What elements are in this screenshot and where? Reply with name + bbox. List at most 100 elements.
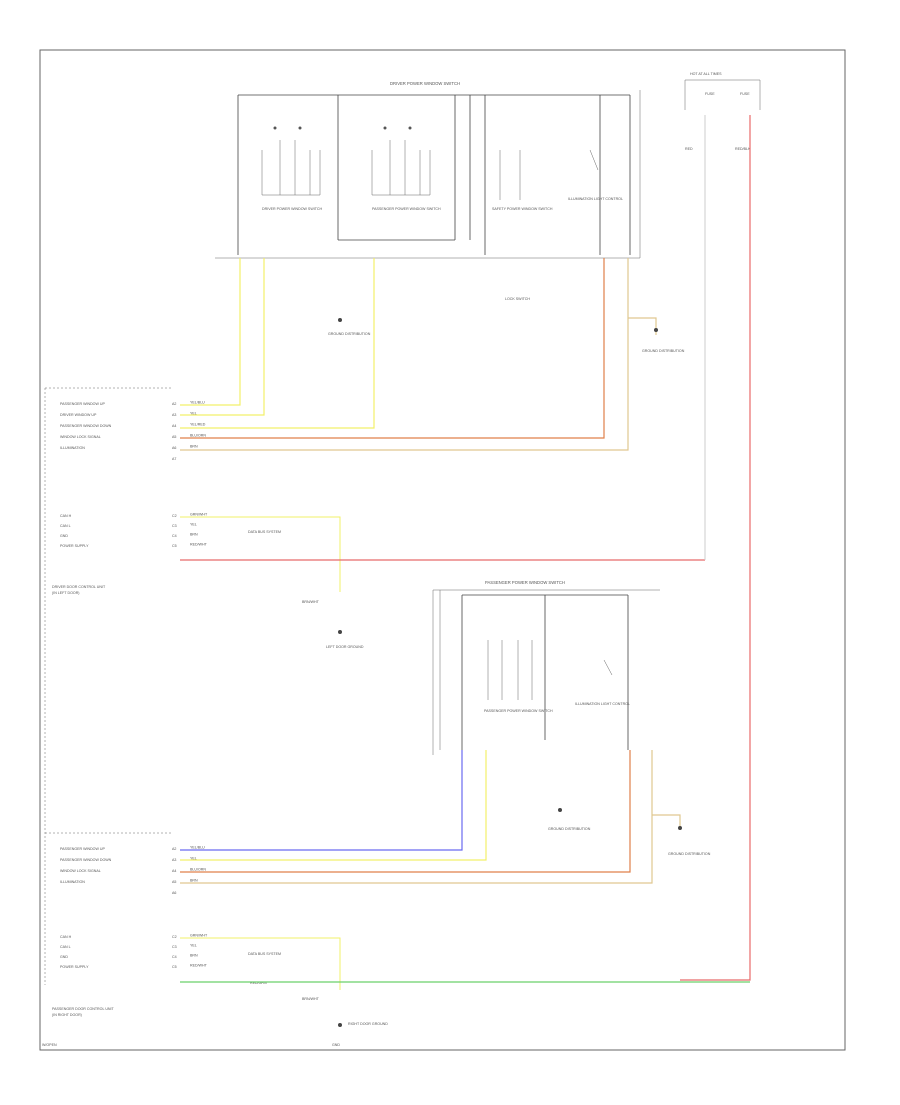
driver-pin-pin-4: A6 [172,446,176,450]
driver-can-color-0: GRN/WHT [190,513,208,517]
wire-red-fuse [680,115,751,981]
driver-switch-assembly: DRIVER POWER WINDOW SWITCH DRIVER POWER … [215,81,641,301]
switch1-label: DRIVER POWER WINDOW SWITCH [262,207,322,211]
driver-pin-pin-0: A2 [172,402,176,406]
fuse-box-label: HOT AT ALL TIMES [690,72,722,76]
passenger-pin-pin-1: A3 [172,858,176,862]
driver-can-name-2: GND [60,534,68,538]
ground-dist-2: GROUND DISTRIBUTION [642,349,685,353]
driver-pin-pin-3: A5 [172,435,176,439]
driver-pin-name-4: ILLUMINATION [60,446,85,450]
driver-unit-sublabel: (IN LEFT DOOR) [52,591,80,595]
passenger-pin-pin-2: A4 [172,869,176,873]
fuse-2: FUSE [740,92,750,96]
passenger-pin-color-1: YEL [190,857,197,861]
lock-switch-label: LOCK SWITCH [505,297,530,301]
diagram-border [39,49,846,1051]
fuse-1: FUSE [705,92,715,96]
driver-pin-color-3: BLU/ORN [190,434,206,438]
driver-control-unit: DRIVER DOOR CONTROL UNIT (IN LEFT DOOR) … [44,387,364,985]
fuse-wire-2: RED/BLK [735,147,751,151]
driver-can-color-3: RED/WHT [190,543,208,547]
passenger-can-name-3: POWER SUPPLY [60,965,89,969]
passenger-pin-pin-4: A6 [172,891,176,895]
driver-can-pin-1: C3 [172,524,177,528]
driver-can-pin-2: C4 [172,534,177,538]
driver-can-name-0: CAN H [60,514,72,518]
driver-can-color-1: YEL [190,523,197,527]
driver-ground-wire: BRN/WHT [302,600,320,604]
switch3-label: SAFETY POWER WINDOW SWITCH [492,207,553,211]
switch4-label: ILLUMINATION LIGHT CONTROL [568,197,623,201]
wire-can-yellow-p [180,937,341,990]
passenger-switch-title: PASSENGER POWER WINDOW SWITCH [485,580,565,585]
passenger-unit-sublabel: (IN RIGHT DOOR) [52,1013,82,1017]
driver-data-bus: DATA BUS SYSTEM [248,530,281,534]
driver-pin-name-1: DRIVER WINDOW UP [60,413,97,417]
passenger-unit-label: PASSENGER DOOR CONTROL UNIT [52,1007,115,1011]
driver-pin-name-3: WINDOW LOCK SIGNAL [60,435,101,439]
passenger-pin-name-1: PASSENGER WINDOW DOWN [60,858,112,862]
passenger-pin-pin-0: A2 [172,847,176,851]
passenger-can-pin-2: C4 [172,955,177,959]
passenger-switch-section-1: PASSENGER POWER WINDOW SWITCH [484,709,553,713]
passenger-ground-label: RIGHT DOOR GROUND [348,1022,388,1026]
passenger-can-name-1: CAN L [60,945,71,949]
passenger-pin-pin-3: A5 [172,880,176,884]
passenger-can-pin-1: C3 [172,945,177,949]
driver-can-name-1: CAN L [60,524,71,528]
driver-ground-label: LEFT DOOR GROUND [326,645,364,649]
passenger-ground-wire: BRN/WHT [302,997,320,1001]
wire-blue [180,750,463,851]
driver-pin-color-1: YEL [190,412,197,416]
passenger-switch-assembly: PASSENGER POWER WINDOW SWITCH PASSENGER … [432,580,660,755]
fuse-wire-1: RED [685,147,693,151]
passenger-can-pin-3: C5 [172,965,177,969]
passenger-pin-name-0: PASSENGER WINDOW UP [60,847,105,851]
passenger-control-unit: PASSENGER DOOR CONTROL UNIT (IN RIGHT DO… [45,832,388,1026]
passenger-can-color-3: RED/WHT [190,964,208,968]
driver-can-name-3: POWER SUPPLY [60,544,89,548]
driver-pin-pin-1: A3 [172,413,176,417]
passenger-pin-name-2: WINDOW LOCK SIGNAL [60,869,101,873]
passenger-pin-color-2: BLU/ORN [190,868,206,872]
wire-orange-1 [180,258,605,439]
wires [180,115,751,990]
fuse-box: HOT AT ALL TIMES FUSE FUSE RED RED/BLK [684,72,761,151]
wire-yellow-2 [180,258,265,416]
passenger-can-color-0: GRN/WHT [190,934,208,938]
ground-symbols: GROUND DISTRIBUTION GROUND DISTRIBUTION … [328,318,711,1027]
driver-pin-color-4: BRN [190,445,198,449]
ground-dist-1: GROUND DISTRIBUTION [328,332,371,336]
footer-ground: GND [332,1043,340,1047]
passenger-switch-section-2: ILLUMINATION LIGHT CONTROL [575,702,630,706]
passenger-power-wire: RED/GRN [250,981,267,985]
wire-tan-ground [628,317,657,335]
driver-switch-title: DRIVER POWER WINDOW SWITCH [390,81,460,86]
ground-dist-3: GROUND DISTRIBUTION [548,827,591,831]
driver-pin-pin-2: A4 [172,424,176,428]
passenger-data-bus: DATA BUS SYSTEM [248,952,281,956]
passenger-pin-color-3: BRN [190,879,198,883]
driver-pin-color-0: YEL/BLU [190,401,205,405]
passenger-can-color-1: YEL [190,944,197,948]
wire-yellow-3 [180,258,375,429]
driver-pin-color-2: YEL/RED [190,423,206,427]
passenger-can-name-2: GND [60,955,68,959]
driver-can-color-2: BRN [190,533,198,537]
driver-can-pin-3: C5 [172,544,177,548]
wire-tan-1 [180,258,629,451]
driver-pin-name-0: PASSENGER WINDOW UP [60,402,105,406]
driver-pin-pin-5: A7 [172,457,176,461]
passenger-can-color-2: BRN [190,954,198,958]
passenger-pin-color-0: YEL/BLU [190,846,205,850]
passenger-can-pin-0: C2 [172,935,177,939]
wire-tan-p [180,750,653,884]
passenger-can-name-0: CAN H [60,935,72,939]
ground-dist-4: GROUND DISTRIBUTION [668,852,711,856]
wire-yellow-1 [180,258,241,406]
wire-yellow-p1 [180,750,487,861]
footer-label: W/OPEN [42,1043,57,1047]
